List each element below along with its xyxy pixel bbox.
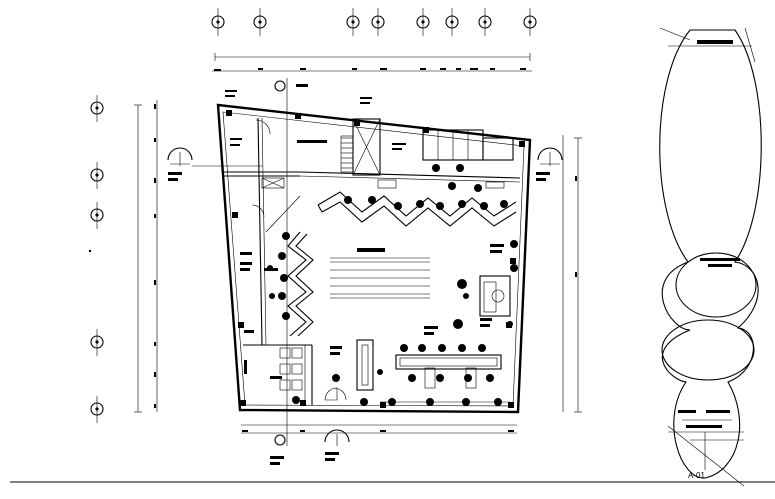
central-seating <box>330 248 430 299</box>
section-marker-icon <box>536 147 563 181</box>
grid-marker-icon <box>253 8 267 36</box>
section-marker-icon <box>324 429 350 461</box>
grid-marker-icon <box>90 162 104 189</box>
section-cut-line <box>270 78 308 465</box>
grid-marker-icon <box>90 396 104 423</box>
grid-marker-icon <box>346 8 360 36</box>
grid-marker-icon <box>211 8 225 36</box>
grid-marker-icon <box>523 8 537 36</box>
zigzag-counter-left <box>265 195 314 337</box>
grid-marker-icon <box>90 95 104 122</box>
grid-marker-icon <box>445 8 459 36</box>
hatch-strip <box>261 177 505 189</box>
interior-partitions <box>223 90 525 408</box>
right-furniture <box>453 240 518 329</box>
section-markers <box>167 78 563 465</box>
chairs-left <box>267 232 290 320</box>
grid-marker-icon <box>478 8 492 36</box>
desk-chairs <box>400 344 494 382</box>
section-marker-icon <box>167 147 193 181</box>
stair-treads <box>340 135 354 173</box>
top-grid-markers <box>211 8 537 36</box>
grid-marker-icon <box>371 8 385 36</box>
plants-bottom <box>360 398 502 406</box>
left-grid-markers <box>88 95 104 423</box>
lower-furniture <box>240 252 510 406</box>
grid-marker-icon <box>90 202 104 229</box>
grid-marker-icon <box>90 329 104 356</box>
sheet-number: A-01 <box>688 471 705 480</box>
grid-marker-icon <box>416 8 430 36</box>
north-arrow-icon <box>659 27 762 487</box>
chairs-top <box>344 164 508 210</box>
zigzag-counter-top <box>317 164 517 227</box>
